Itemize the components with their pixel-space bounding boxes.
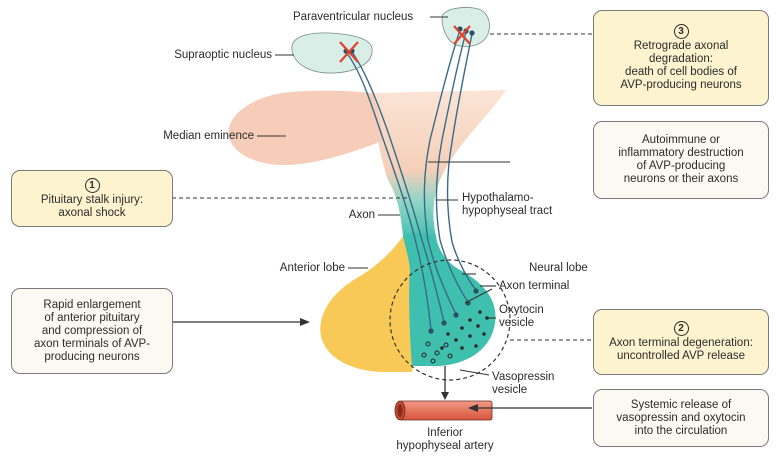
label-neural-lobe: Neural lobe [529,262,588,275]
label-paraventricular-nucleus: Paraventricular nucleus [293,11,413,24]
label-vasopressin-vesicle: Vasopressin vesicle [492,371,554,397]
callout-stalk-injury: 1 Pituitary stalk injury: axonal shock [11,170,173,227]
label-inferior-hypophyseal-artery: Inferior hypophyseal artery [380,427,510,453]
callout-anterior-enlargement: Rapid enlargement of anterior pituitary … [11,288,173,374]
label-axon: Axon [330,209,375,222]
median-eminence [229,91,384,165]
badge-2: 2 [674,321,689,336]
callout-terminal-degeneration-text: Axon terminal degeneration: uncontrolled… [609,337,753,363]
badge-3: 3 [674,24,689,39]
callout-stalk-injury-text: Pituitary stalk injury: axonal shock [41,194,143,220]
callout-autoimmune-text: Autoimmune or inflammatory destruction o… [618,134,743,186]
label-axon-terminal: Axon terminal [499,280,569,293]
label-oxytocin-vesicle: Oxytocin vesicle [499,304,544,330]
callout-systemic-release: Systemic release of vasopressin and oxyt… [593,389,769,447]
callout-systemic-text: Systemic release of vasopressin and oxyt… [616,399,745,438]
release-arrow [441,366,449,400]
badge-1: 1 [85,178,100,193]
label-anterior-lobe: Anterior lobe [225,262,345,275]
callout-enlargement-text: Rapid enlargement of anterior pituitary … [34,299,150,364]
supraoptic-nucleus [292,33,372,73]
callout-retrograde-text: Retrograde axonal degradation: death of … [620,40,741,92]
callout-terminal-degeneration: 2 Axon terminal degeneration: uncontroll… [593,309,769,375]
anterior-lobe [320,236,420,372]
callout-retrograde-degradation: 3 Retrograde axonal degradation: death o… [593,10,769,106]
label-median-eminence: Median eminence [120,130,254,143]
callout-autoimmune-destruction: Autoimmune or inflammatory destruction o… [593,121,769,199]
label-supraoptic-nucleus: Supraoptic nucleus [140,49,272,62]
label-hypothalamo-hypophyseal-tract: Hypothalamo- hypophyseal tract [462,192,552,218]
